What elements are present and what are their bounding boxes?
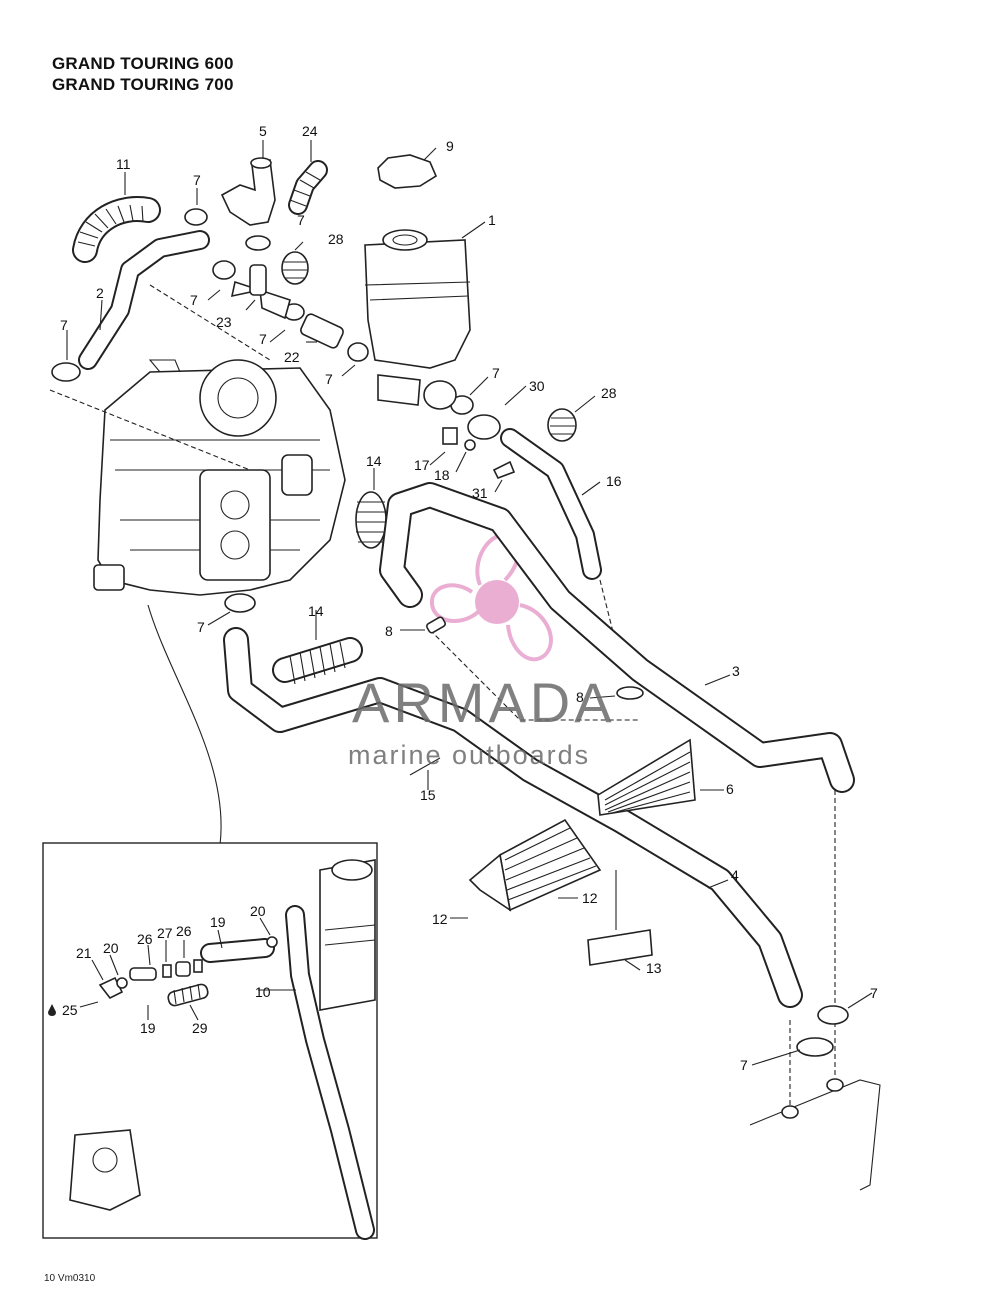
callout-7-b: 7 (297, 212, 305, 228)
heat-exchanger-lower (468, 818, 602, 912)
drop-icon (48, 1004, 56, 1016)
callout-9: 9 (446, 138, 454, 154)
callout-3: 3 (732, 663, 740, 679)
callout-7-a: 7 (193, 172, 201, 188)
coolant-reservoir (364, 229, 471, 410)
pad-13 (587, 929, 653, 966)
callout-7-h: 7 (197, 619, 205, 635)
callout-7-g: 7 (492, 365, 500, 381)
clamp-30 (467, 414, 501, 440)
elbow-5 (220, 157, 276, 226)
leader-line (429, 629, 640, 721)
hose-11 (72, 196, 161, 263)
callout-4: 4 (731, 867, 739, 883)
hose-14-lower (272, 637, 363, 685)
bellows-28-right (547, 408, 577, 442)
callout-labels: 5 24 11 7 9 1 7 28 2 7 7 23 7 22 7 7 30 … (60, 123, 878, 1073)
inset-leader (147, 604, 222, 846)
leader-line (149, 284, 271, 361)
callout-18: 18 (434, 467, 450, 483)
callout-1: 1 (488, 212, 496, 228)
callout-19-a: 19 (210, 914, 226, 930)
callout-29: 29 (192, 1020, 208, 1036)
callout-8-b: 8 (576, 689, 584, 705)
callout-14-a: 14 (366, 453, 382, 469)
callout-13: 13 (646, 960, 662, 976)
callout-8-a: 8 (385, 623, 393, 639)
bracket-17 (442, 427, 458, 445)
fitting-8-b (616, 686, 644, 700)
clamp-rings (51, 208, 849, 1057)
callout-23: 23 (216, 314, 232, 330)
hose-14-upper (355, 491, 387, 549)
callout-5: 5 (259, 123, 267, 139)
callout-leaders (66, 140, 873, 1066)
reservoir-cap-9 (377, 154, 438, 189)
callout-24: 24 (302, 123, 318, 139)
inset-engine (69, 1129, 141, 1211)
callout-10: 10 (255, 984, 271, 1000)
callout-7-d: 7 (60, 317, 68, 333)
callout-6: 6 (726, 781, 734, 797)
coupler-22 (300, 313, 344, 349)
fitting-8-a (426, 616, 446, 634)
watermark-brand: ARMADA (352, 671, 616, 734)
inset-reservoir (319, 859, 376, 1011)
drawing-code: 10 Vm0310 (44, 1273, 96, 1284)
fitting-bottom-b (781, 1105, 799, 1119)
hose-19 (200, 938, 275, 963)
callout-11: 11 (116, 156, 131, 172)
callout-19-b: 19 (140, 1020, 156, 1036)
bellows-29 (167, 983, 209, 1007)
tee-fitting-23 (230, 264, 291, 320)
callout-7-j: 7 (740, 1057, 748, 1073)
engine-block (93, 359, 346, 596)
hose-4 (223, 627, 803, 1008)
watermark-tagline: marine outboards (348, 740, 590, 770)
callout-26-a: 26 (176, 923, 192, 939)
callout-15: 15 (420, 787, 436, 803)
bellows-28-upper (281, 251, 309, 285)
callout-31: 31 (472, 485, 488, 501)
callout-17: 17 (414, 457, 430, 473)
callout-12-b: 12 (432, 911, 448, 927)
fittings-26-27 (162, 959, 203, 978)
hose-10 (285, 905, 375, 1240)
washer-18 (464, 439, 476, 451)
hose-16 (500, 428, 602, 580)
callout-12-a: 12 (582, 890, 598, 906)
tube-19 (129, 967, 157, 981)
callout-28-a: 28 (328, 231, 344, 247)
callout-30: 30 (529, 378, 545, 394)
callout-7-e: 7 (259, 331, 267, 347)
callout-27: 27 (157, 925, 173, 941)
pin-15 (409, 757, 441, 776)
callout-2: 2 (96, 285, 104, 301)
callout-20-a: 20 (250, 903, 266, 919)
callout-7-f: 7 (325, 371, 333, 387)
callout-20-b: 20 (103, 940, 119, 956)
heat-exchanger-6 (597, 738, 696, 816)
callout-7-c: 7 (190, 292, 198, 308)
callout-26-b: 26 (137, 931, 153, 947)
diagram-title-700: GRAND TOURING 700 (52, 75, 234, 94)
callout-16: 16 (606, 473, 622, 489)
callout-21: 21 (76, 945, 92, 961)
hose-24 (288, 160, 328, 215)
diagram-title-600: GRAND TOURING 600 (52, 54, 234, 73)
callout-7-i: 7 (870, 985, 878, 1001)
callout-22: 22 (284, 349, 300, 365)
clamp-20-b (266, 936, 278, 948)
leader-line (49, 389, 251, 471)
callout-14-b: 14 (308, 603, 324, 619)
hose-2 (78, 230, 210, 370)
hose-3 (379, 482, 855, 793)
hull-section (749, 1079, 881, 1191)
fitting-bottom-a (826, 1078, 844, 1092)
screw-31 (492, 460, 516, 480)
callout-28-b: 28 (601, 385, 617, 401)
callout-25: 25 (62, 1002, 78, 1018)
clamp-20-a (116, 977, 128, 989)
